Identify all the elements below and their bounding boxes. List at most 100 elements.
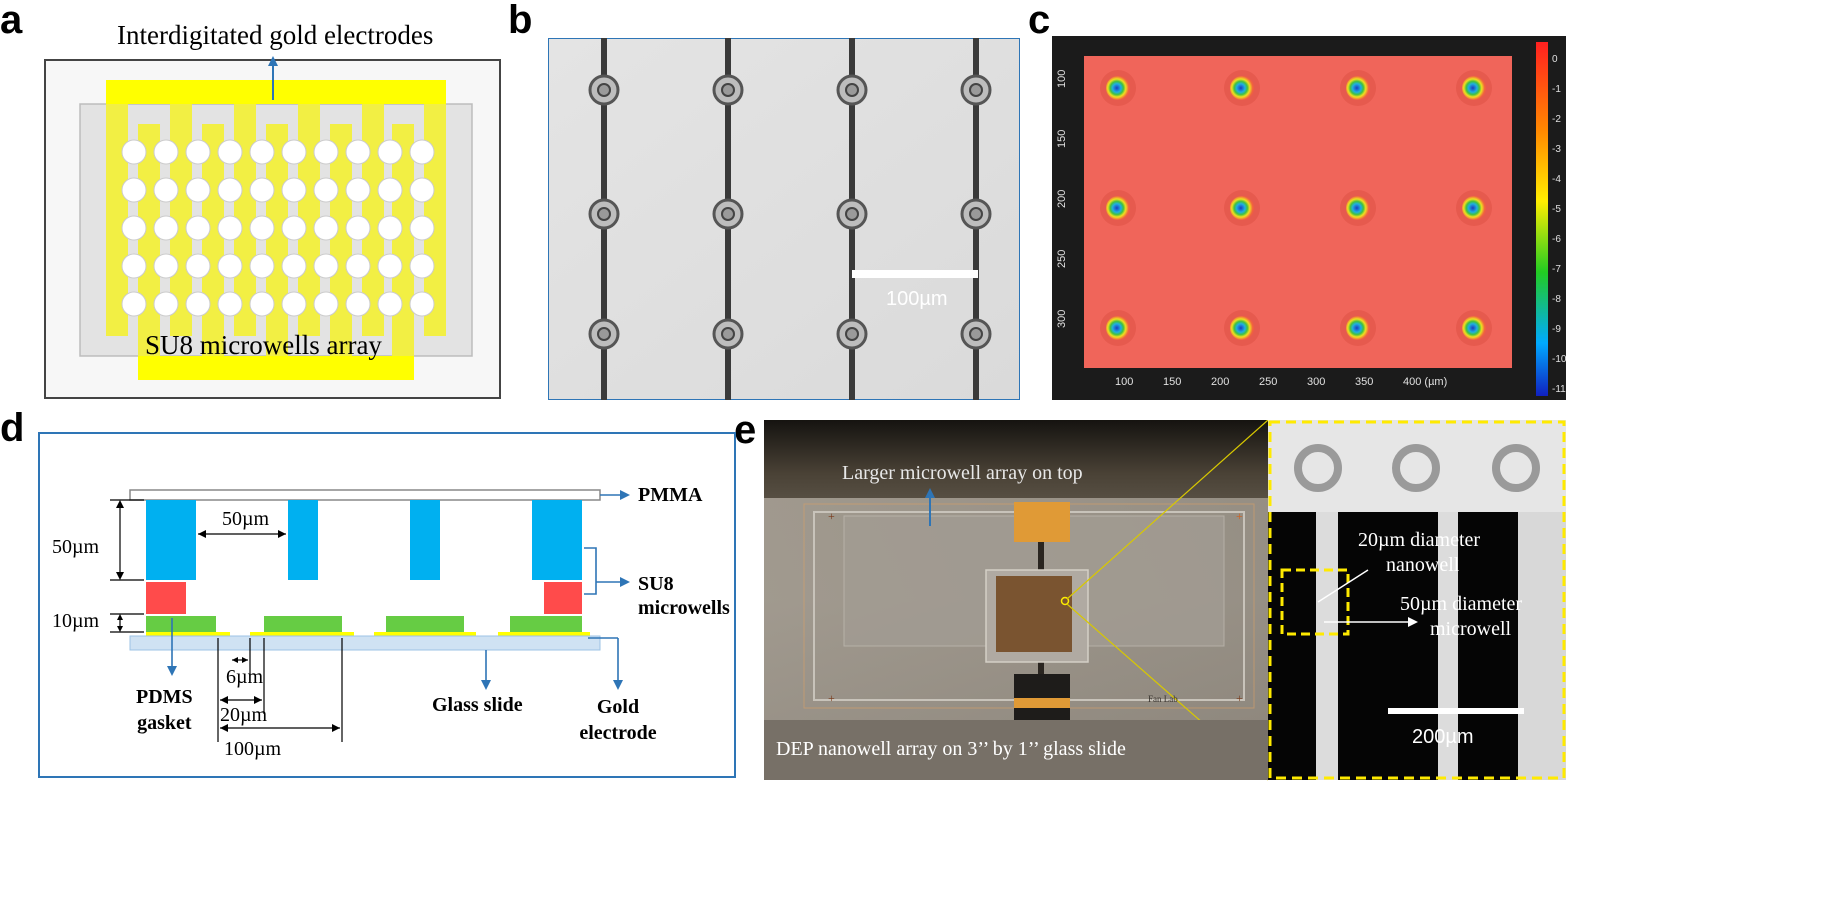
- microwell: [185, 291, 211, 317]
- su8-label-line2: microwells: [638, 597, 730, 619]
- microwell: [249, 139, 275, 165]
- microwell-rings: [588, 74, 992, 350]
- microwell: [345, 177, 371, 203]
- x-tick-label: 400 (µm): [1403, 376, 1448, 388]
- colorbar-tick-label: -3: [1552, 144, 1561, 155]
- microwell-label-line1: 50µm diameter: [1400, 593, 1523, 615]
- microwell: [281, 139, 307, 165]
- microwell: [121, 215, 147, 241]
- arrow-microwell-icon: [1408, 617, 1418, 627]
- microwell: [249, 291, 275, 317]
- microwell: [217, 291, 243, 317]
- top-bus-bar: [106, 80, 446, 104]
- pdms-label-line2: gasket: [137, 712, 192, 734]
- microwell-center: [845, 327, 859, 341]
- microwell-center: [845, 207, 859, 221]
- gold-label-line1: Gold: [596, 696, 640, 718]
- nanowell-box: [1280, 568, 1350, 636]
- microwell-center: [969, 83, 983, 97]
- microwell: [345, 291, 371, 317]
- pit: [1462, 196, 1486, 220]
- microwell: [377, 253, 403, 279]
- panel-label-e: e: [734, 408, 757, 452]
- su8-label-line1: SU8: [638, 573, 674, 595]
- microwell: [185, 177, 211, 203]
- pit: [1106, 196, 1130, 220]
- microwell: [121, 139, 147, 165]
- microwell: [121, 291, 147, 317]
- microwell: [249, 253, 275, 279]
- gold-strips: [146, 632, 590, 636]
- microwell: [185, 215, 211, 241]
- colorbar-tick-label: -11: [1552, 384, 1566, 395]
- bottom-caption: DEP nanowell array on 3’’ by 1’’ glass s…: [776, 738, 1126, 760]
- panel-label-c: c: [1028, 0, 1051, 42]
- pdms-label: PDMS gasket: [136, 684, 193, 736]
- microwell: [153, 177, 179, 203]
- dim-50-height: 50µm: [52, 536, 100, 558]
- pit: [1106, 316, 1130, 340]
- x-tick-label: 100: [1115, 376, 1134, 388]
- colorbar-tick-label: -5: [1552, 204, 1561, 215]
- microwell: [409, 139, 435, 165]
- scale-bar-label-e: 200µm: [1412, 726, 1474, 748]
- arrow-up-icon: [268, 56, 278, 66]
- pdms-blocks: [146, 582, 582, 614]
- panel-a-schematic: [44, 56, 501, 399]
- microwell: [377, 139, 403, 165]
- microwell: [153, 139, 179, 165]
- nanowell-label: 20µm diameter nanowell: [1358, 528, 1480, 578]
- microwell: [313, 291, 339, 317]
- microwell-label: 50µm diameter microwell: [1400, 592, 1522, 642]
- electrode-blocks: [146, 616, 582, 632]
- pit: [1230, 196, 1254, 220]
- dim-6: 6µm: [226, 666, 264, 688]
- gold-label: Gold electrode: [570, 694, 666, 746]
- pit: [1462, 76, 1486, 100]
- microwell: [281, 177, 307, 203]
- x-tick-label: 300: [1307, 376, 1326, 388]
- microwell: [121, 177, 147, 203]
- microwell: [249, 215, 275, 241]
- colorbar-tick-label: -7: [1552, 264, 1561, 275]
- finger-group-top: [106, 104, 446, 336]
- colorbar-tick-label: 0: [1552, 54, 1558, 65]
- microwell: [345, 139, 371, 165]
- panel-d-frame: [38, 432, 736, 778]
- y-tick-label: 150: [1056, 129, 1068, 148]
- microwell: [185, 253, 211, 279]
- pit: [1462, 316, 1486, 340]
- su8-label: SU8 microwells: [638, 572, 730, 620]
- microwell: [121, 253, 147, 279]
- microwell: [281, 215, 307, 241]
- gold-label-line2: electrode: [579, 722, 657, 744]
- arrow-pdms-icon: [167, 666, 177, 676]
- y-tick-label: 100: [1056, 69, 1068, 88]
- microwell: [345, 215, 371, 241]
- bottom-bus-bar: [138, 356, 414, 380]
- glass-label: Glass slide: [432, 694, 523, 716]
- y-tick-label: 300: [1056, 309, 1068, 328]
- microwell: [377, 291, 403, 317]
- arrow-gold-icon: [613, 680, 623, 690]
- microwell: [409, 177, 435, 203]
- zoom-inset: [1268, 420, 1566, 780]
- microwell-center: [597, 207, 611, 221]
- x-tick-label: 350: [1355, 376, 1374, 388]
- dep-array-square: [996, 576, 1072, 652]
- microwell: [377, 177, 403, 203]
- lab-label: Fan Lab: [1148, 694, 1178, 704]
- microwell: [409, 215, 435, 241]
- microwell: [313, 215, 339, 241]
- microwell: [409, 291, 435, 317]
- glass-slide: [129, 635, 601, 651]
- x-tick-label: 150: [1163, 376, 1182, 388]
- surface-area: [1084, 56, 1512, 368]
- svg-text:+: +: [828, 691, 835, 705]
- su8-blocks: [146, 500, 582, 580]
- panel-label-a: a: [0, 0, 23, 42]
- microwell: [153, 215, 179, 241]
- microwell: [313, 139, 339, 165]
- microwell: [217, 253, 243, 279]
- pit: [1230, 76, 1254, 100]
